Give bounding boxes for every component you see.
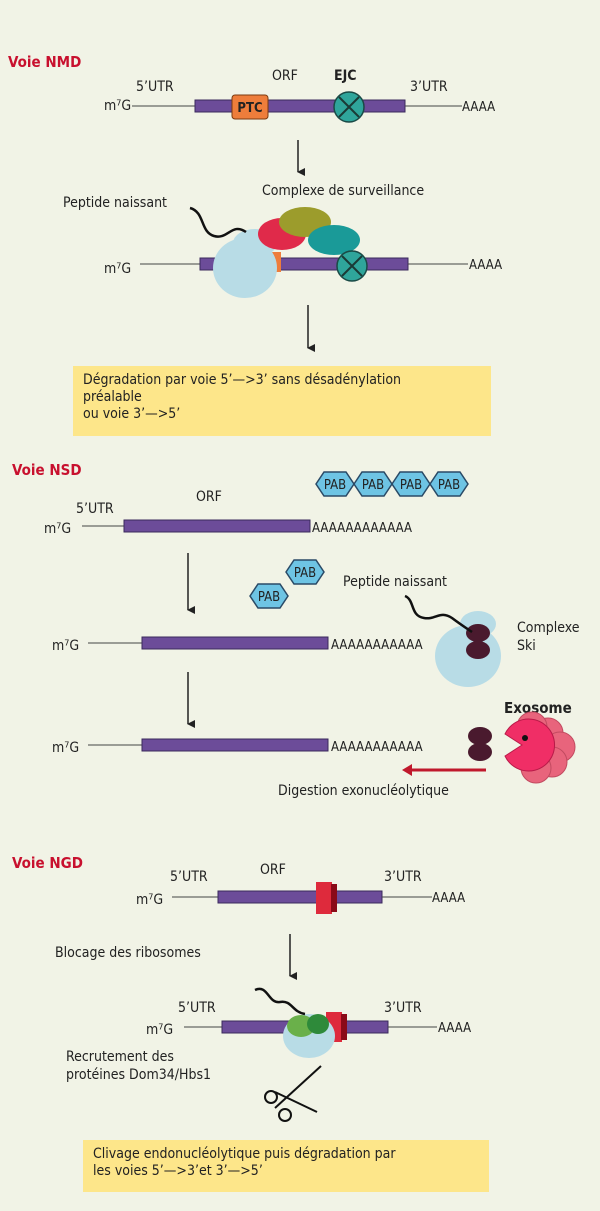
nmd-peptide-chain [189, 206, 247, 238]
nsd-orf-bar-3 [141, 738, 329, 752]
scissors-icon [264, 1065, 322, 1122]
nmd-surveillance-label: Complexe de surveillance [262, 183, 424, 199]
nsd-free-pab-2: PAB [258, 590, 280, 605]
nsd-exosome-label: Exosome [504, 699, 572, 717]
ngd-utr3-label: 3’UTR [384, 869, 422, 885]
nmd-ejc-cross [338, 96, 360, 118]
nmd-cap-label: m⁷G [104, 98, 131, 114]
nsd-orf-bar-2 [141, 636, 329, 650]
ngd-recrut-label-2: protéines Dom34/Hbs1 [66, 1067, 211, 1083]
nmd-outcome-box: Dégradation par voie 5’—>3’ sans désadén… [73, 366, 491, 436]
nsd-cap2-label: m⁷G [52, 638, 79, 654]
ngd-outcome-line-1: Clivage endonucléolytique puis dégradati… [93, 1146, 396, 1162]
nmd-outcome-line-1: Dégradation par voie 5’—>3’ sans désadén… [83, 372, 402, 388]
ngd-utr3b-label: 3’UTR [384, 1000, 422, 1016]
nsd-ski-bottom-3 [468, 743, 492, 761]
nmd-title: Voie NMD [8, 53, 81, 71]
nmd-cap2-label: m⁷G [104, 261, 131, 277]
nsd-exosome-icon [504, 711, 576, 784]
nsd-pab-chain: PAB PAB PAB PAB [315, 471, 469, 497]
nmd-outcome-line-3: ou voie 3’—>5’ [83, 406, 181, 422]
ngd-stall-block-2-side [341, 1014, 347, 1040]
nsd-digestion-label: Digestion exonucléolytique [278, 783, 449, 799]
nmd-outcome-line-2: préalable [83, 389, 142, 405]
ngd-utr5-label: 5’UTR [170, 869, 208, 885]
nsd-cap-label: m⁷G [44, 521, 71, 537]
ngd-stall-block-side [331, 884, 337, 912]
nsd-digestion-arrowhead [402, 764, 412, 776]
ngd-orf-label: ORF [260, 862, 286, 878]
nsd-cap3-label: m⁷G [52, 740, 79, 756]
nmd-peptide-label: Peptide naissant [63, 195, 167, 211]
nsd-ski-label-2: Ski [517, 638, 536, 654]
ngd-recrut-label-1: Recrutement des [66, 1049, 174, 1065]
nsd-polya-label: AAAAAAAAAAAA [312, 521, 412, 536]
nsd-pab-2: PAB [362, 478, 384, 493]
nmd-utr5-label: 5’UTR [136, 79, 174, 95]
nsd-title: Voie NSD [12, 461, 82, 479]
ngd-polya-label: AAAA [432, 891, 465, 906]
nsd-polya3-label: AAAAAAAAAAA [331, 740, 423, 755]
nmd-factor-teal [308, 225, 360, 255]
ngd-peptide-chain [254, 987, 306, 1016]
ngd-outcome-box: Clivage endonucléolytique puis dégradati… [83, 1140, 489, 1192]
ngd-outcome-line-2: les voies 5’—>3’et 3’—>5’ [93, 1163, 263, 1179]
nsd-utr5-label: 5’UTR [76, 501, 114, 517]
nsd-ski-complex-bottom [466, 641, 490, 659]
ngd-polya2-label: AAAA [438, 1021, 471, 1036]
ngd-blocage-label: Blocage des ribosomes [55, 945, 201, 961]
nmd-polya-label: AAAA [462, 100, 495, 115]
nmd-ptc-box [231, 94, 269, 120]
nsd-ski-complex-top [466, 624, 490, 642]
nsd-ski-top-3 [468, 727, 492, 745]
nsd-peptide-label: Peptide naissant [343, 574, 447, 590]
nmd-ejc-label: EJC [334, 68, 357, 84]
nsd-free-pab: PAB PAB [249, 559, 325, 609]
nmd-ptc-label: PTC [237, 101, 262, 116]
ngd-orf-bar [217, 890, 383, 904]
nmd-orf-label: ORF [272, 68, 298, 84]
ngd-cap2-label: m⁷G [146, 1022, 173, 1038]
nsd-pab-3: PAB [400, 478, 422, 493]
ngd-factor-darkgreen [307, 1014, 329, 1034]
nmd-utr3-label: 3’UTR [410, 79, 448, 95]
nmd-polya2-label: AAAA [469, 258, 502, 273]
nmd-orf-bar [194, 99, 406, 113]
ngd-stall-block [316, 882, 332, 914]
nmd-ejc-cross-2 [341, 255, 363, 277]
nsd-pab-4: PAB [438, 478, 460, 493]
ngd-cap-label: m⁷G [136, 892, 163, 908]
nsd-orf-bar [123, 519, 311, 533]
ngd-utr5b-label: 5’UTR [178, 1000, 216, 1016]
nsd-orf-label: ORF [196, 489, 222, 505]
ngd-title: Voie NGD [12, 854, 83, 872]
nsd-ski-label-1: Complexe [517, 620, 580, 636]
nsd-pab-1: PAB [324, 478, 346, 493]
nsd-free-pab-1: PAB [294, 566, 316, 581]
nsd-peptide-chain [404, 594, 473, 634]
nsd-polya2-label: AAAAAAAAAAA [331, 638, 423, 653]
